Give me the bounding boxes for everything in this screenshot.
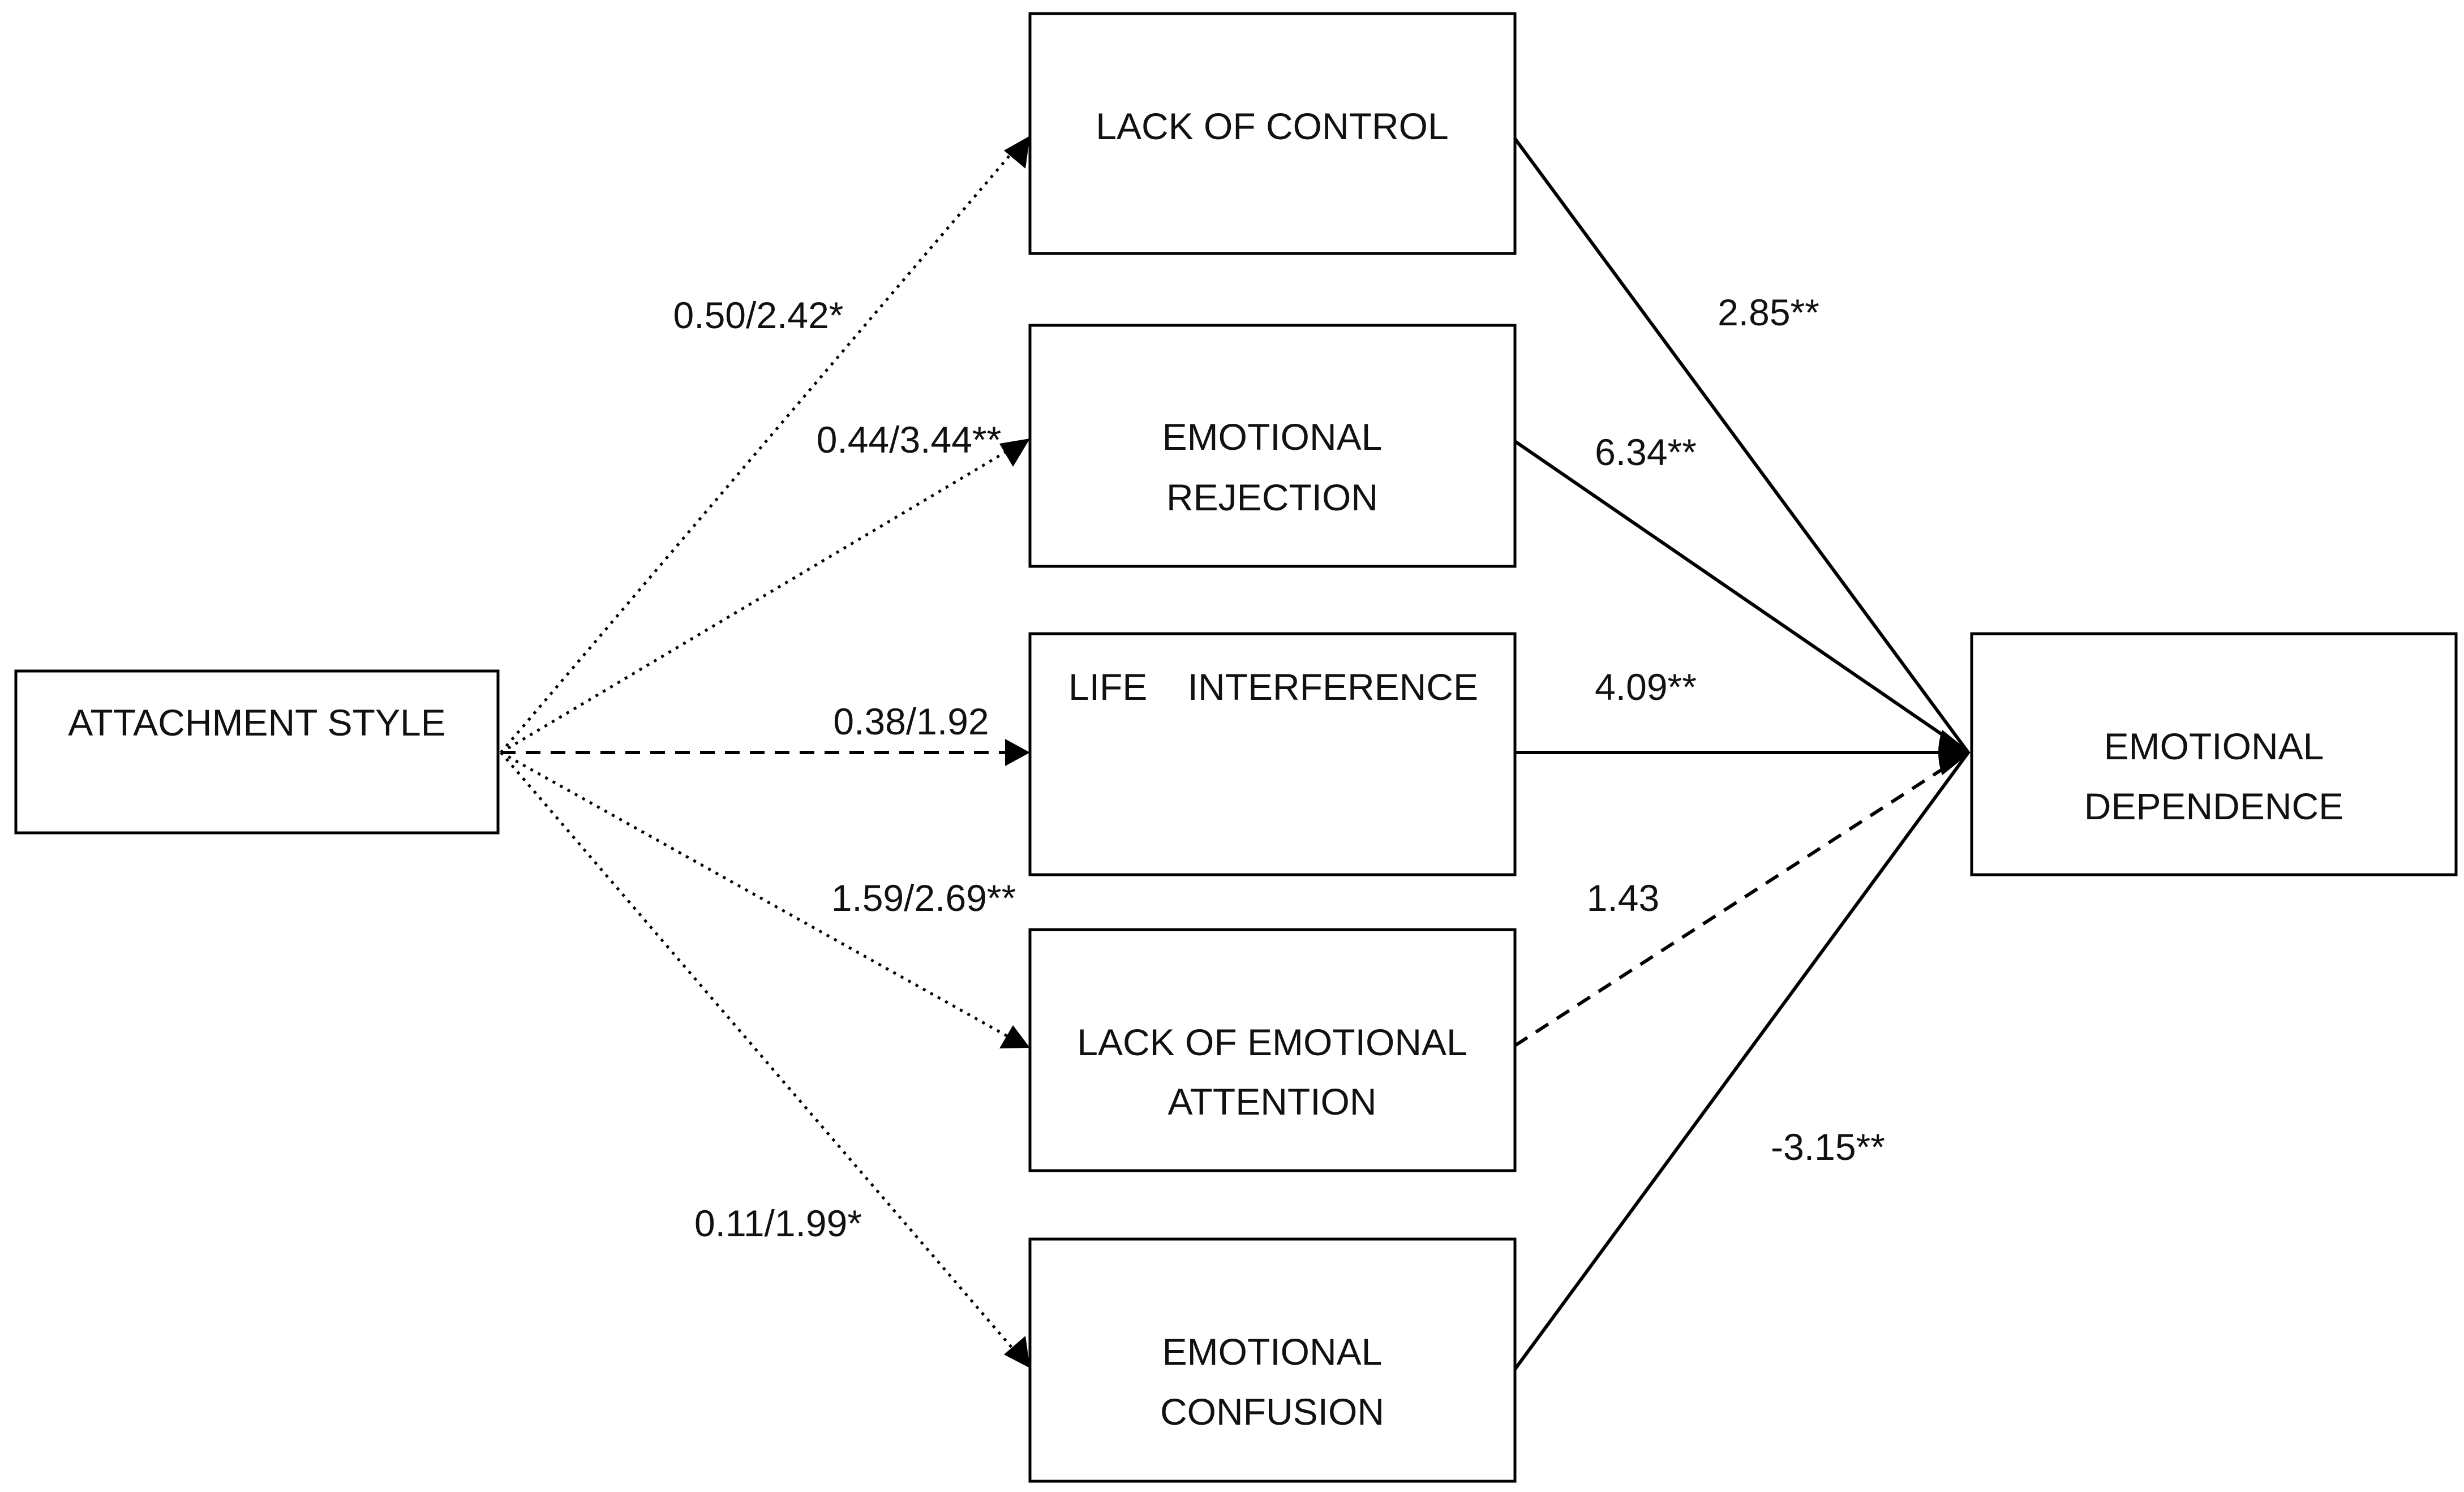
label-attachment-lack-control: 0.50/2.42*: [673, 294, 844, 336]
left-edge-labels: 0.50/2.42* 0.44/3.44** 0.38/1.92 1.59/2.…: [673, 294, 1016, 1244]
label-attachment-emotional-confusion: 0.11/1.99*: [694, 1202, 862, 1244]
left-edges: [500, 136, 1030, 1368]
label-lack-control-dependence: 2.85**: [1718, 291, 1819, 333]
label-attachment-lack-emotional-attention: 1.59/2.69**: [831, 877, 1016, 919]
node-lack-of-emotional-attention: LACK OF EMOTIONAL ATTENTION: [1028, 928, 1517, 1172]
node-life-interference: LIFE INTERFERENCE: [1028, 632, 1517, 876]
node-lack-of-emotional-attention-line-1: LACK OF EMOTIONAL: [1077, 1021, 1467, 1063]
node-emotional-rejection-line-1: EMOTIONAL: [1162, 416, 1383, 458]
node-emotional-rejection-line-2: REJECTION: [1166, 476, 1378, 518]
right-edges: [1513, 137, 1971, 1370]
label-emotional-rejection-dependence: 6.34**: [1595, 431, 1697, 473]
node-emotional-rejection: EMOTIONAL REJECTION: [1028, 324, 1517, 568]
node-emotional-dependence: EMOTIONAL DEPENDENCE: [1970, 632, 2458, 876]
arrowhead-to-emotional-dependence: [1938, 730, 1971, 775]
edge-lack-control-to-dependence: [1513, 137, 1970, 754]
arrowhead-to-emotional-rejection: [999, 438, 1030, 467]
node-lack-of-emotional-attention-line-2: ATTENTION: [1167, 1081, 1376, 1123]
node-lack-of-control-label: LACK OF CONTROL: [1096, 105, 1448, 147]
node-life-interference-word-1: LIFE: [1068, 666, 1147, 708]
right-edge-labels: 2.85** 6.34** 4.09** 1.43 -3.15**: [1587, 291, 1885, 1168]
node-emotional-confusion-line-1: EMOTIONAL: [1162, 1331, 1383, 1373]
node-life-interference-word-2: INTERFERENCE: [1188, 666, 1478, 708]
edge-emotional-confusion-to-dependence: [1513, 751, 1970, 1370]
arrowhead-to-lack-emotional-attention: [999, 1025, 1030, 1048]
edge-attachment-to-emotional-rejection: [500, 445, 1015, 754]
label-attachment-emotional-rejection: 0.44/3.44**: [817, 419, 1002, 461]
node-lack-of-control: LACK OF CONTROL: [1028, 12, 1517, 255]
label-lack-emotional-attention-dependence: 1.43: [1587, 877, 1659, 919]
node-emotional-dependence-line-2: DEPENDENCE: [2084, 785, 2343, 827]
edge-lack-emotional-attention-to-dependence: [1514, 751, 1969, 1047]
arrowhead-to-lack-control: [1004, 136, 1030, 169]
node-emotional-confusion-line-2: CONFUSION: [1160, 1391, 1384, 1433]
edge-emotional-rejection-to-dependence: [1514, 440, 1969, 754]
node-attachment-style-label: ATTACHMENT STYLE: [68, 702, 445, 743]
arrowhead-to-emotional-confusion: [1004, 1336, 1030, 1368]
edge-attachment-to-emotional-confusion: [500, 751, 1017, 1353]
node-emotional-confusion: EMOTIONAL CONFUSION: [1028, 1237, 1517, 1483]
label-life-interference-dependence: 4.09**: [1595, 666, 1697, 708]
label-emotional-confusion-dependence: -3.15**: [1771, 1126, 1885, 1168]
node-attachment-style: ATTACHMENT STYLE: [14, 669, 500, 835]
node-emotional-dependence-line-1: EMOTIONAL: [2104, 725, 2324, 767]
arrowhead-to-life-interference: [1005, 739, 1030, 766]
label-attachment-life-interference: 0.38/1.92: [833, 700, 989, 742]
